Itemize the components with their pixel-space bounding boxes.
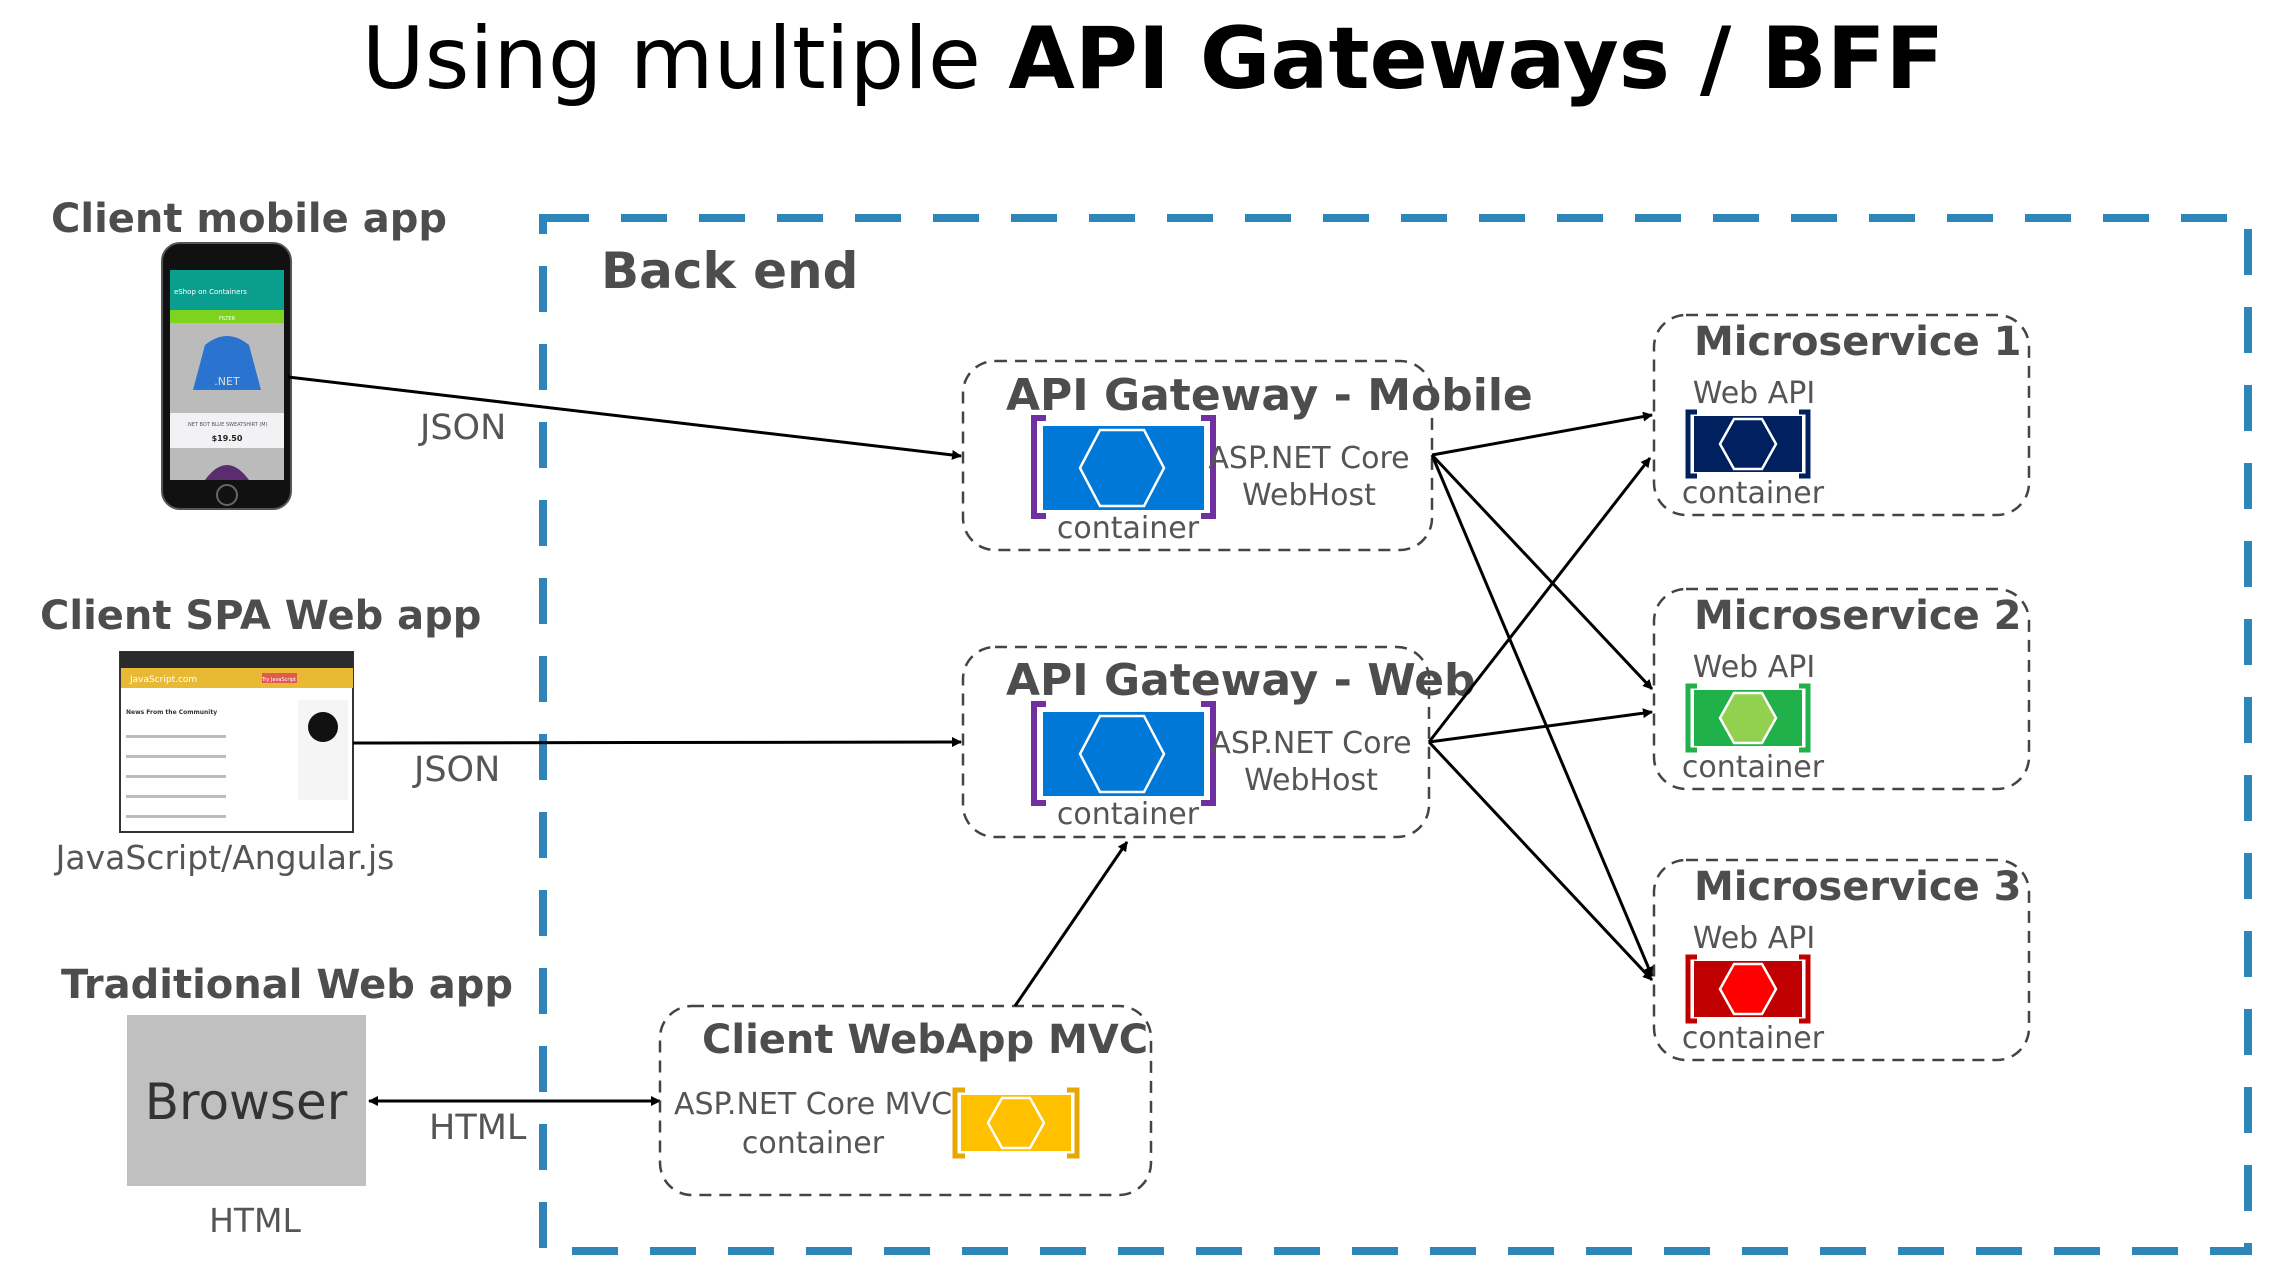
spa-to-gateway-arrow <box>352 737 962 748</box>
svg-text:.NET BOT BLUE SWEATSHIRT (M): .NET BOT BLUE SWEATSHIRT (M) <box>186 422 267 428</box>
mobile-to-gateway-arrow <box>287 375 962 460</box>
svg-text:eShop on Containers: eShop on Containers <box>174 288 247 296</box>
client-mobile-label: Client mobile app <box>51 196 447 242</box>
svg-text:Try JavaScript: Try JavaScript <box>261 677 296 683</box>
container-label: container <box>1057 511 1200 546</box>
microservice-2: Microservice 2 Web API container <box>1652 587 2031 791</box>
microservice-3: Microservice 3 Web API container <box>1652 858 2031 1062</box>
svg-text:$19.50: $19.50 <box>212 434 243 443</box>
container-icon <box>1031 698 1216 809</box>
api-kind-label: Web API <box>1693 376 1815 411</box>
gateway-title: API Gateway - Web <box>1006 655 1476 706</box>
tech-label: ASP.NET Core MVC <box>674 1087 952 1122</box>
mobile-protocol-label: JSON <box>418 408 506 448</box>
tech-label: ASP.NET Core <box>1208 441 1409 476</box>
container-label: container <box>742 1126 885 1161</box>
traditional-label: Traditional Web app <box>61 962 513 1008</box>
browser-protocol-label: HTML <box>429 1108 527 1148</box>
arrow-mobile-ms1 <box>1431 411 1653 457</box>
svg-text:FILTER: FILTER <box>219 316 236 322</box>
container-icon <box>1685 682 1811 754</box>
tech-label: ASP.NET Core <box>1210 726 1411 761</box>
container-label: container <box>1057 797 1200 832</box>
container-label: container <box>1682 1021 1825 1056</box>
arrow-web-ms1 <box>1427 457 1652 743</box>
api-kind-label: Web API <box>1693 650 1815 685</box>
container-label: container <box>1682 750 1825 785</box>
microservice-box <box>1652 858 2031 1062</box>
svg-text:News From the Community: News From the Community <box>126 709 217 716</box>
microservice-title: Microservice 3 <box>1694 864 2021 910</box>
container-icon <box>1685 953 1811 1025</box>
microservice-title: Microservice 1 <box>1694 319 2021 365</box>
gateway-web: API Gateway - Web container ASP.NET Core… <box>961 645 1476 839</box>
spa-screenshot-image: JavaScript.com Try JavaScript News From … <box>119 651 354 833</box>
microservice-box <box>1652 587 2031 791</box>
arrow-mobile-ms2 <box>1430 453 1654 691</box>
page-title: Using multiple API Gateways / BFF <box>362 9 1945 109</box>
client-webapp-mvc: Client WebApp MVC ASP.NET Core MVC conta… <box>658 1004 1153 1197</box>
spa-protocol-label: JSON <box>412 750 500 790</box>
api-kind-label: Web API <box>1693 921 1815 956</box>
svg-text:.NET: .NET <box>214 375 240 388</box>
arrow-web-ms2 <box>1428 708 1653 744</box>
backend-boundary <box>539 214 2252 1255</box>
container-icon <box>952 1085 1080 1161</box>
container-icon <box>1031 412 1216 522</box>
arrow-mobile-ms3 <box>1430 454 1654 977</box>
mvc-to-gateway-arrow <box>1013 841 1129 1007</box>
container-label: container <box>1682 476 1825 511</box>
mvc-title: Client WebApp MVC <box>702 1017 1148 1063</box>
spa-caption: JavaScript/Angular.js <box>54 838 395 877</box>
browser-label: Browser <box>145 1073 348 1131</box>
mobile-phone-image: eShop on Containers FILTER .NET .NET BOT… <box>161 242 292 510</box>
tech-label: WebHost <box>1244 763 1378 798</box>
container-icon <box>1685 408 1811 480</box>
client-spa-label: Client SPA Web app <box>40 593 481 639</box>
tech-label: WebHost <box>1242 478 1376 513</box>
gateway-mobile: API Gateway - Mobile container ASP.NET C… <box>961 359 1533 552</box>
microservice-title: Microservice 2 <box>1694 593 2021 639</box>
backend-label: Back end <box>601 242 858 300</box>
microservice-box <box>1652 313 2031 517</box>
browser-box <box>127 1015 366 1186</box>
gateway-microservice-arrows <box>1427 411 1654 982</box>
browser-caption: HTML <box>209 1201 301 1240</box>
svg-text:JavaScript.com: JavaScript.com <box>129 675 197 685</box>
microservice-1: Microservice 1 Web API container <box>1652 313 2031 517</box>
arrow-web-ms3 <box>1427 740 1654 982</box>
